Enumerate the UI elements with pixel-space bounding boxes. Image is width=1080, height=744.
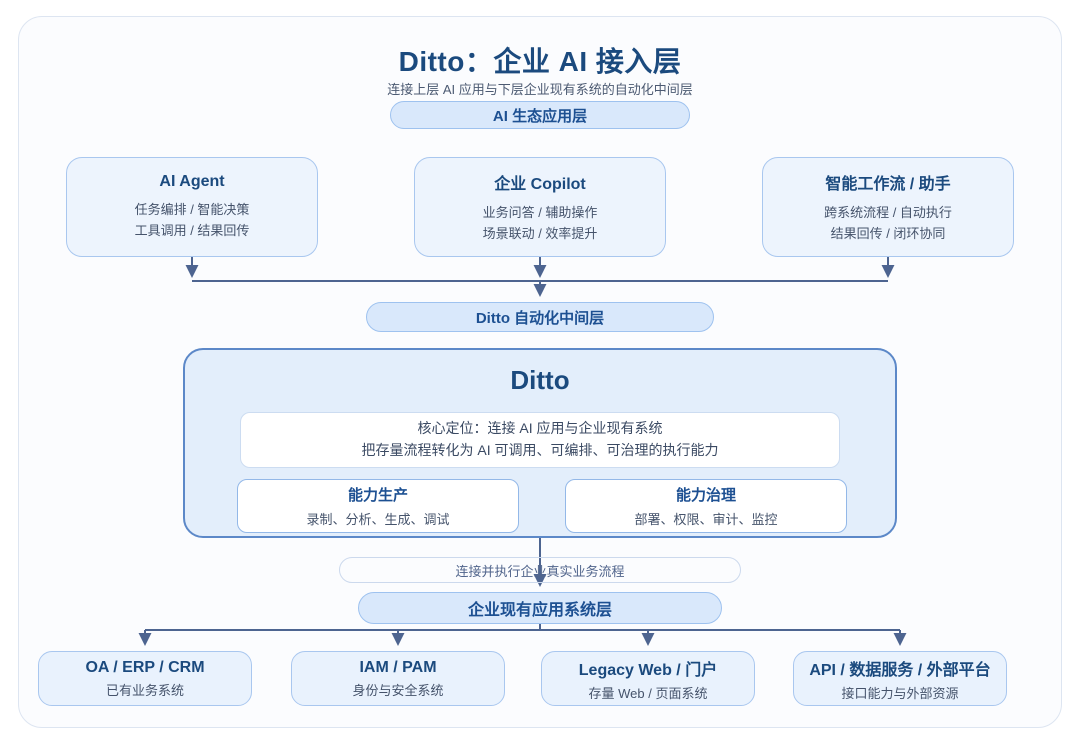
subbox-desc: 部署、权限、审计、监控 <box>634 512 778 527</box>
top-box-workflow: 智能工作流 / 助手 跨系统流程 / 自动执行 结果回传 / 闭环协同 <box>762 157 1014 257</box>
subbox-desc: 录制、分析、生成、调试 <box>306 512 450 527</box>
bottom-box-desc: 接口能力与外部资源 <box>841 685 959 701</box>
layer-pill-middleware: Ditto 自动化中间层 <box>366 302 714 332</box>
ditto-core-line1: 核心定位：连接 AI 应用与企业现有系统 <box>417 420 663 437</box>
ditto-core-line2: 把存量流程转化为 AI 可调用、可编排、可治理的执行能力 <box>361 442 719 458</box>
layer-pill-ai-ecosystem: AI 生态应用层 <box>390 101 690 129</box>
bottom-box-title: Legacy Web / 门户 <box>578 661 718 679</box>
top-box-title: 智能工作流 / 助手 <box>825 176 951 194</box>
bottom-box-title: IAM / PAM <box>359 658 437 676</box>
bottom-box-legacy-web: Legacy Web / 门户 存量 Web / 页面系统 <box>541 651 755 706</box>
bottom-box-desc: 身份与安全系统 <box>352 682 444 698</box>
top-box-copilot: 企业 Copilot 业务问答 / 辅助操作 场景联动 / 效率提升 <box>414 157 666 257</box>
bottom-box-desc: 已有业务系统 <box>105 682 184 698</box>
page-subtitle: 连接上层 AI 应用与下层企业现有系统的自动化中间层 <box>387 82 693 97</box>
ditto-box-title: Ditto <box>510 365 570 395</box>
ditto-subbox-capability-governance: 能力治理 部署、权限、审计、监控 <box>565 479 847 533</box>
connect-note-label: 连接并执行企业真实业务流程 <box>455 563 625 579</box>
page-title: Ditto：企业 AI 接入层 <box>398 46 682 77</box>
layer-pill-existing-systems-label: 企业现有应用系统层 <box>467 602 612 619</box>
bottom-box-title: OA / ERP / CRM <box>85 658 205 676</box>
bottom-box-desc: 存量 Web / 页面系统 <box>588 685 708 701</box>
bottom-box-oa-erp-crm: OA / ERP / CRM 已有业务系统 <box>38 651 252 706</box>
top-box-desc: 业务问答 / 辅助操作 场景联动 / 效率提升 <box>482 205 598 241</box>
subbox-title: 能力治理 <box>675 487 736 504</box>
layer-pill-existing-systems: 企业现有应用系统层 <box>358 592 722 624</box>
top-box-desc: 跨系统流程 / 自动执行 结果回传 / 闭环协同 <box>824 205 952 241</box>
ditto-box: Ditto 核心定位：连接 AI 应用与企业现有系统 把存量流程转化为 AI 可… <box>183 348 897 538</box>
layer-pill-middleware-label: Ditto 自动化中间层 <box>475 309 605 327</box>
bottom-box-api-data-services: API / 数据服务 / 外部平台 接口能力与外部资源 <box>793 651 1007 706</box>
top-box-ai-agent: AI Agent 任务编排 / 智能决策 工具调用 / 结果回传 <box>66 157 318 257</box>
bottom-box-title: API / 数据服务 / 外部平台 <box>809 661 991 679</box>
ditto-core-positioning: 核心定位：连接 AI 应用与企业现有系统 把存量流程转化为 AI 可调用、可编排… <box>240 412 840 468</box>
layer-pill-ai-ecosystem-label: AI 生态应用层 <box>492 107 588 125</box>
subbox-title: 能力生产 <box>347 487 408 504</box>
top-box-title: AI Agent <box>159 173 225 191</box>
connect-note-pill: 连接并执行企业真实业务流程 <box>339 557 741 583</box>
top-box-title: 企业 Copilot <box>494 176 586 194</box>
top-box-desc: 任务编排 / 智能决策 工具调用 / 结果回传 <box>134 202 250 238</box>
ditto-subbox-capability-production: 能力生产 录制、分析、生成、调试 <box>237 479 519 533</box>
bottom-box-iam-pam: IAM / PAM 身份与安全系统 <box>291 651 505 706</box>
